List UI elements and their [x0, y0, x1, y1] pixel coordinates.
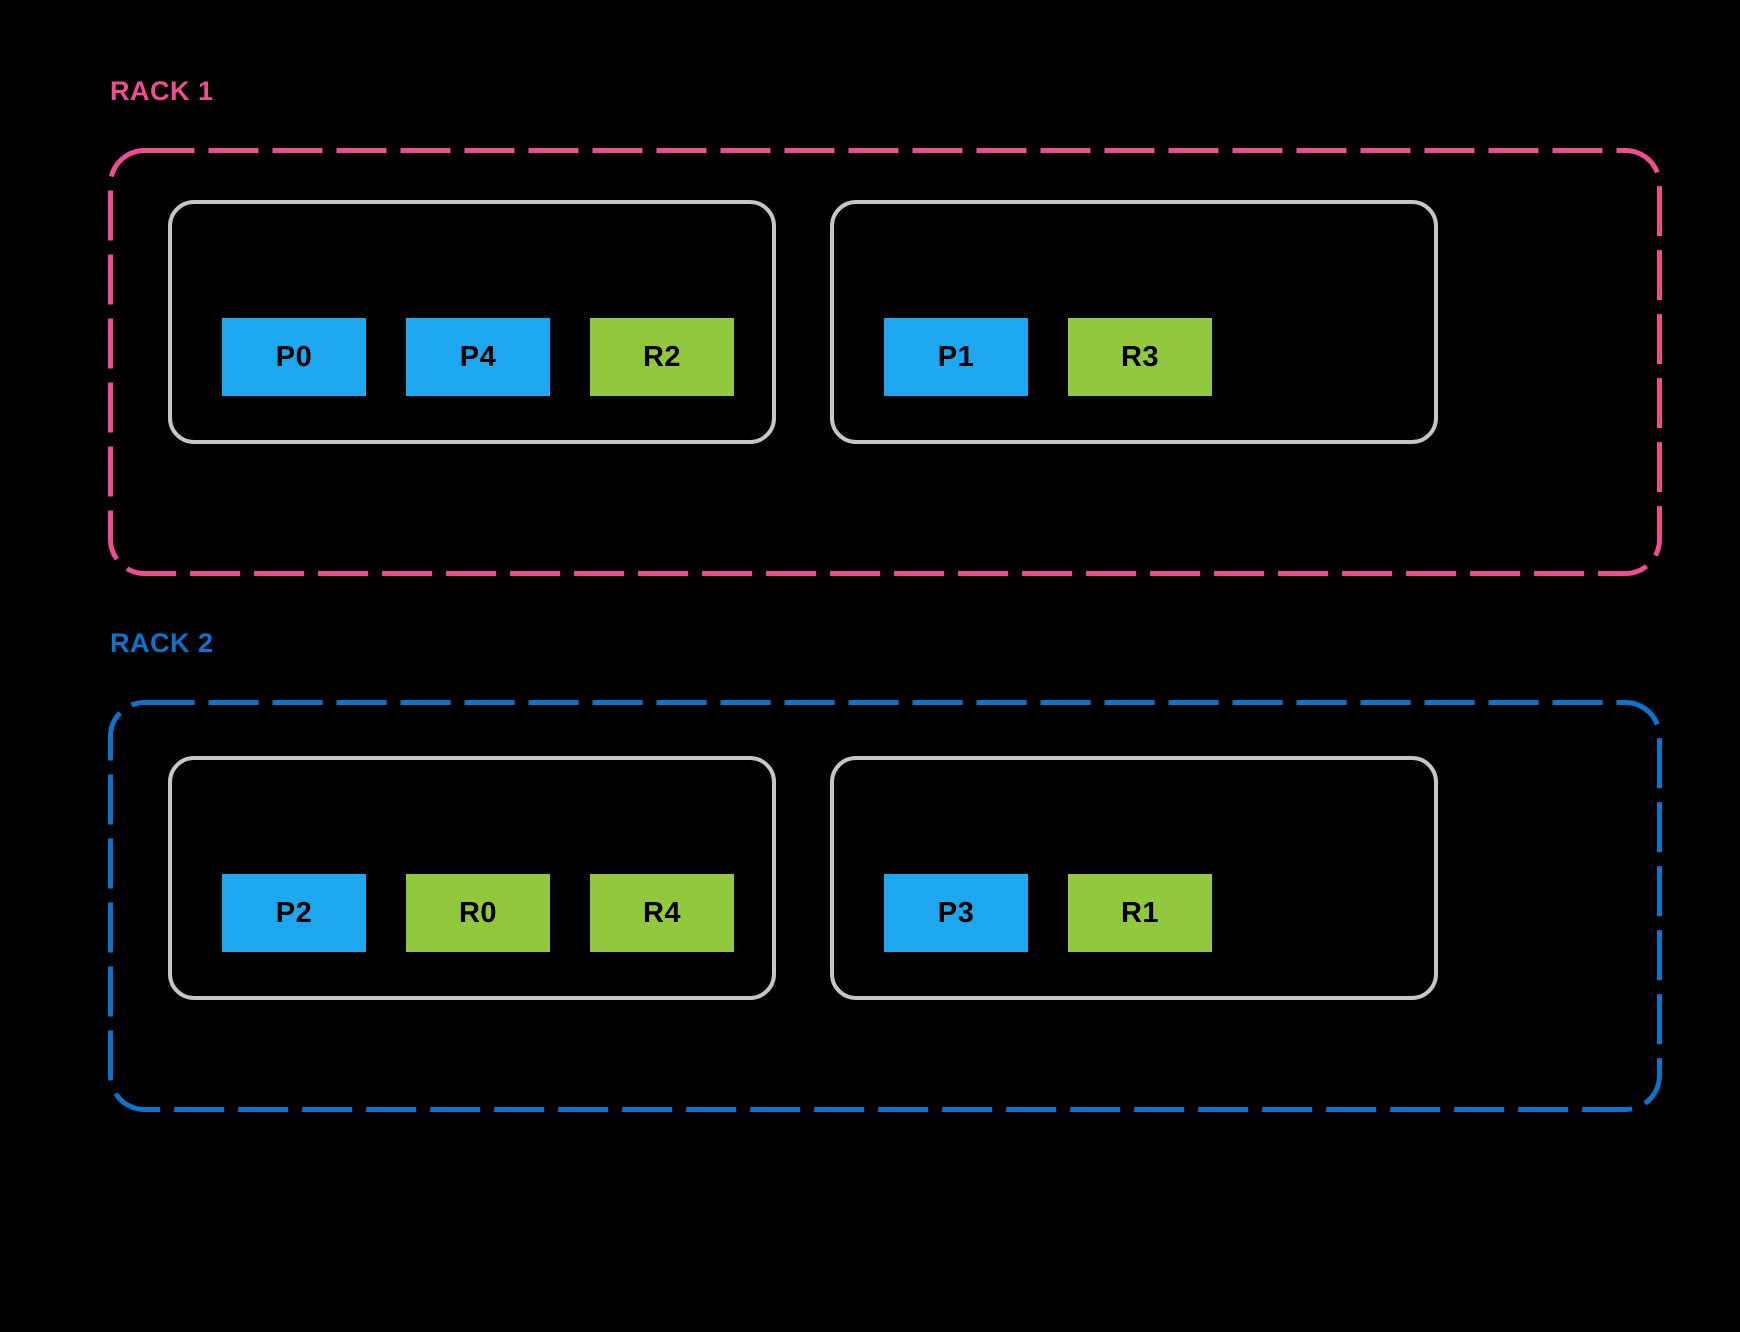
partition-block-p0[interactable]: P0	[222, 318, 366, 396]
partition-block-p3[interactable]: P3	[884, 874, 1028, 952]
partition-block-p4[interactable]: P4	[406, 318, 550, 396]
partition-block-p1[interactable]: P1	[884, 318, 1028, 396]
replica-block-r3[interactable]: R3	[1068, 318, 1212, 396]
rack-container-1	[108, 148, 1662, 576]
node-container-r2-n1: P2 R0 R4	[168, 756, 776, 1000]
node-block-row: P1 R3	[884, 318, 1212, 396]
node-container-r2-n2: P3 R1	[830, 756, 1438, 1000]
rack-container-2	[108, 700, 1662, 1112]
replica-block-r4[interactable]: R4	[590, 874, 734, 952]
node-block-row: P0 P4 R2	[222, 318, 734, 396]
replica-block-r0[interactable]: R0	[406, 874, 550, 952]
node-container-r1-n1: P0 P4 R2	[168, 200, 776, 444]
node-container-r1-n2: P1 R3	[830, 200, 1438, 444]
node-block-row: P3 R1	[884, 874, 1212, 952]
node-block-row: P2 R0 R4	[222, 874, 734, 952]
replica-block-r2[interactable]: R2	[590, 318, 734, 396]
partition-block-p2[interactable]: P2	[222, 874, 366, 952]
replica-block-r1[interactable]: R1	[1068, 874, 1212, 952]
rack-label-1: RACK 1	[110, 76, 214, 106]
rack-label-2: RACK 2	[110, 628, 214, 658]
